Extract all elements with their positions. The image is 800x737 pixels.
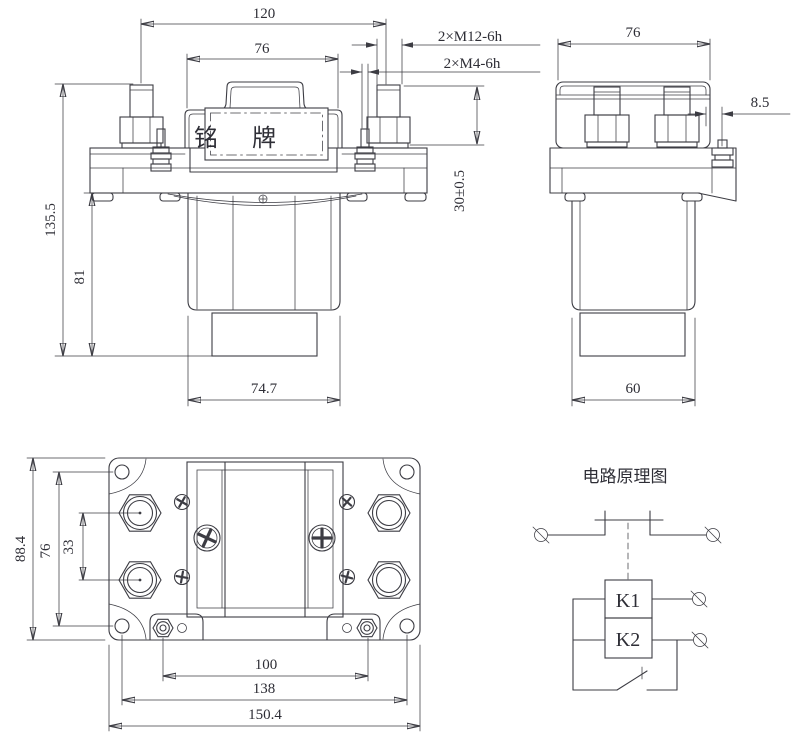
coil-k1-label: K1 [616,590,640,612]
coil-k1: K1 [604,579,653,619]
side-m12-studs [584,86,700,148]
dim-front-total-height: 135.5 [43,203,59,237]
mount-hole [114,618,130,634]
dim-side-body-depth: 60 [626,381,641,397]
front-dimensions: 120 76 2×M12-6h 2×M4-6h 135.5 81 [43,6,541,407]
main-terminal-left [532,526,550,544]
front-view: 铭牌 120 76 2×M12-6h 2×M4-6h 135.5 [43,6,541,407]
m4-stud-left [150,128,172,172]
dim-side-cap-depth: 76 [626,25,642,41]
side-device-outline [549,81,737,357]
plan-dimensions: 88.4 76 33 100 138 150.4 [13,457,421,732]
plan-coil-terminal-tabs [149,613,381,641]
coil-terminal-k1 [690,590,708,608]
dim-plan-coil-terminal-h: 100 [255,657,278,673]
coil-terminal-k2 [691,631,709,649]
small-screws [173,493,356,586]
plan-center-assembly [173,461,356,618]
side-m4-stud [711,139,734,168]
nameplate [204,107,329,161]
nameplate-label: 铭牌 [194,125,310,152]
mount-hole [114,464,130,480]
plan-m12-terminals [118,494,411,599]
main-terminal-right [704,526,722,544]
label-m4-thread: 2×M4-6h [444,56,501,72]
dim-front-cap-width: 76 [255,41,271,57]
main-contact [547,510,707,581]
big-screw-left [193,524,221,552]
side-lower-body [571,200,696,357]
m4-stud-right [354,128,376,172]
coil-k2: K2 [604,617,653,659]
dim-front-body-width: 74.7 [251,381,278,397]
dim-side-coil-stud-offset: 8.5 [751,95,770,111]
dim-front-stud-height: 30±0.5 [452,170,468,212]
aux-switch-blade [616,670,648,691]
coil-k2-label: K2 [616,629,640,651]
dim-plan-terminal-v: 33 [61,540,77,555]
dim-plan-mount-hole-v: 76 [38,543,54,559]
side-view: 76 8.5 60 [549,25,791,407]
circuit-diagram: 电路原理图 K1 K2 [532,467,722,691]
plan-plate [108,457,421,641]
dim-plan-total-depth: 88.4 [13,535,29,562]
circuit-title: 电路原理图 [583,467,668,486]
nameplate-border [210,112,323,156]
plan-view: 88.4 76 33 100 138 150.4 [13,457,421,732]
dim-plan-mount-hole-h: 138 [253,681,276,697]
mount-hole [399,618,415,634]
dim-front-total-width: 120 [253,6,276,22]
mount-hole [399,464,415,480]
dim-plan-total-width: 150.4 [248,707,282,723]
dim-front-body-height: 81 [72,270,88,285]
front-lower-body [187,192,341,357]
coil-wiring [572,598,694,691]
m12-stud-right [366,84,411,149]
big-screw-right [308,524,336,552]
label-m12-thread: 2×M12-6h [438,29,503,45]
side-dimensions: 76 8.5 60 [557,25,791,407]
side-flange [549,147,737,202]
